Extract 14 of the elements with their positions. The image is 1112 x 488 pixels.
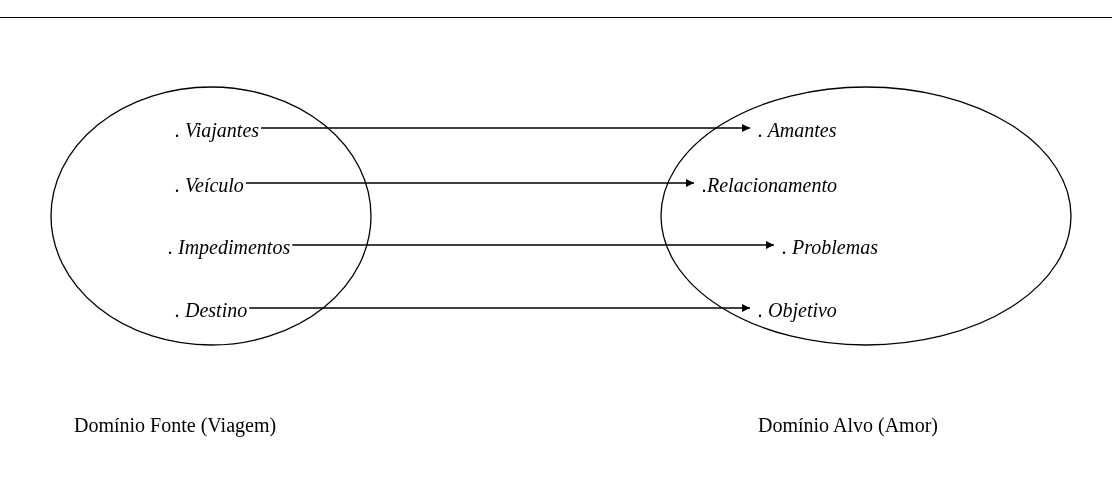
- concept-label: . Objetivo: [758, 297, 837, 323]
- arrow: [248, 304, 751, 312]
- concept-label: . Destino: [175, 297, 248, 323]
- concept-label: . Amantes: [758, 117, 837, 143]
- concept-label: .Relacionamento: [702, 172, 837, 198]
- concept-label: . Veículo: [175, 172, 244, 198]
- arrow: [245, 179, 695, 187]
- domain-caption: Domínio Fonte (Viagem): [74, 413, 277, 438]
- concept-label: . Problemas: [782, 234, 878, 260]
- concept-label: . Viajantes: [175, 117, 260, 143]
- arrow: [260, 124, 751, 132]
- domain-caption: Domínio Alvo (Amor): [758, 413, 938, 438]
- concept-label: . Impedimentos: [168, 234, 291, 260]
- arrow: [291, 241, 775, 249]
